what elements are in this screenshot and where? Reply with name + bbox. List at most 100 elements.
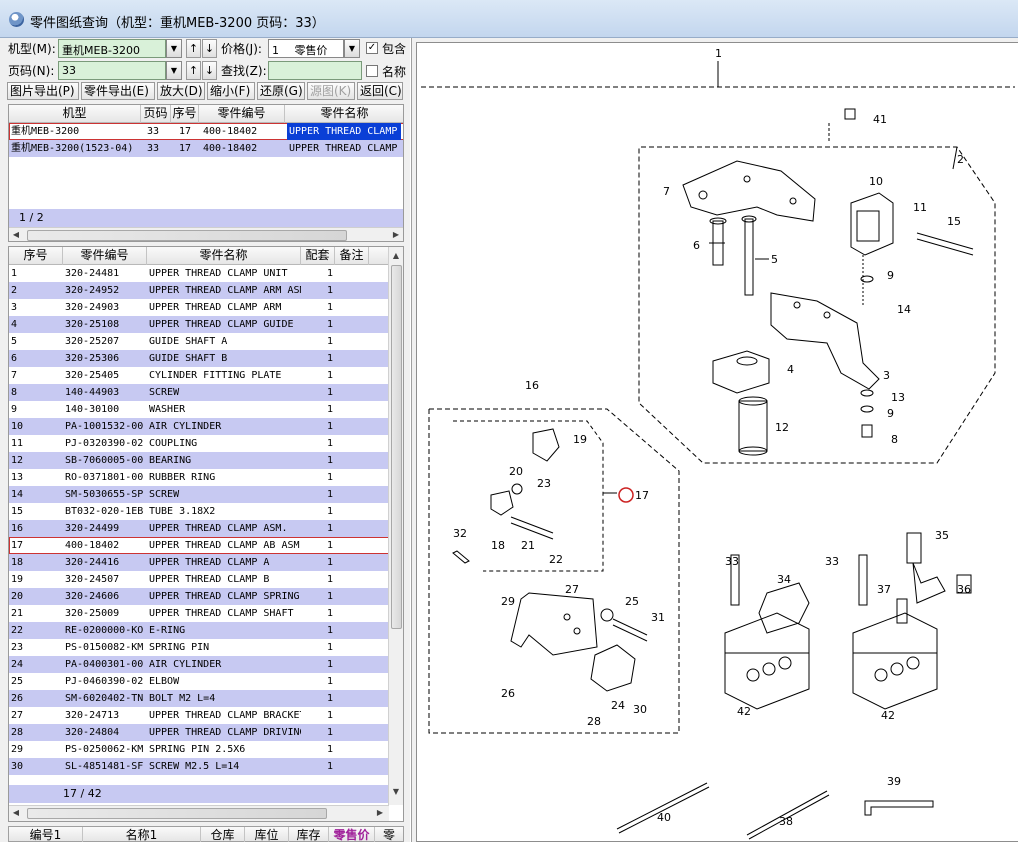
parts-vscrollbar[interactable]: ▲ ▼ (388, 247, 403, 805)
callout-24[interactable]: 24 (611, 699, 625, 712)
scroll-right-icon[interactable]: ▶ (392, 230, 400, 239)
callout-10[interactable]: 10 (869, 175, 883, 188)
callout-23[interactable]: 23 (537, 477, 551, 490)
zoom-in-button[interactable]: 放大(D) (157, 82, 205, 100)
page-dropdown-button[interactable]: ▼ (166, 61, 182, 80)
callout-42[interactable]: 42 (737, 705, 751, 718)
parts-col-seq[interactable]: 序号 (9, 247, 63, 265)
callout-33b[interactable]: 33 (825, 555, 839, 568)
parts-hscrollbar[interactable]: ◀ ▶ (9, 805, 389, 821)
name-checkbox[interactable] (366, 65, 378, 77)
scroll-left-icon[interactable]: ◀ (12, 808, 20, 817)
callout-6[interactable]: 6 (693, 239, 700, 252)
scroll-up-icon[interactable]: ▲ (392, 251, 400, 260)
price-combo[interactable]: 1 零售价 (268, 39, 344, 58)
source-image-button[interactable]: 源图(K) (307, 82, 355, 100)
restore-button[interactable]: 还原(G) (257, 82, 305, 100)
stock-col-retail-price[interactable]: 零售价 (329, 827, 375, 842)
callout-18[interactable]: 18 (491, 539, 505, 552)
models-col-seq[interactable]: 序号 (171, 105, 199, 123)
callout-34[interactable]: 34 (777, 573, 791, 586)
callout-7[interactable]: 7 (663, 185, 670, 198)
callout-4[interactable]: 4 (787, 363, 794, 376)
models-col-partno[interactable]: 零件编号 (199, 105, 285, 123)
model-down-button[interactable]: ↓ (202, 39, 217, 58)
callout-9b[interactable]: 9 (887, 407, 894, 420)
models-col-partname[interactable]: 零件名称 (285, 105, 403, 123)
parts-col-remark[interactable]: 备注 (335, 247, 369, 265)
table-row[interactable]: 重机MEB-3200 33 17 400-18402 UPPER THREAD … (9, 123, 403, 140)
callout-25[interactable]: 25 (625, 595, 639, 608)
callout-35[interactable]: 35 (935, 529, 949, 542)
model-dropdown-button[interactable]: ▼ (166, 39, 182, 58)
parts-drawing[interactable]: 1 2 3 4 5 6 7 8 9 9 10 11 12 13 14 15 16… (416, 42, 1018, 842)
page-up-button[interactable]: ↑ (186, 61, 201, 80)
callout-12[interactable]: 12 (775, 421, 789, 434)
callout-41[interactable]: 41 (873, 113, 887, 126)
callout-30[interactable]: 30 (633, 703, 647, 716)
scroll-down-icon[interactable]: ▼ (392, 787, 400, 796)
scroll-left-icon[interactable]: ◀ (12, 230, 20, 239)
model-up-button[interactable]: ↑ (186, 39, 201, 58)
stock-col-name[interactable]: 名称1 (83, 827, 201, 842)
stock-col-location[interactable]: 库位 (245, 827, 289, 842)
callout-37[interactable]: 37 (877, 583, 891, 596)
parts-col-partno[interactable]: 零件编号 (63, 247, 147, 265)
include-checkbox[interactable]: ✓ (366, 42, 378, 54)
callout-14[interactable]: 14 (897, 303, 911, 316)
export-parts-button[interactable]: 零件导出(E) (81, 82, 155, 100)
parts-vscroll-thumb[interactable] (391, 265, 402, 629)
callout-8[interactable]: 8 (891, 433, 898, 446)
models-col-model[interactable]: 机型 (9, 105, 141, 123)
callout-13[interactable]: 13 (891, 391, 905, 404)
callout-16[interactable]: 16 (525, 379, 539, 392)
stock-col-warehouse[interactable]: 仓库 (201, 827, 245, 842)
stock-col-stock[interactable]: 库存 (289, 827, 329, 842)
page-down-button[interactable]: ↓ (202, 61, 217, 80)
parts-col-qty[interactable]: 配套 (301, 247, 335, 265)
callout-1[interactable]: 1 (715, 47, 722, 60)
callout-20[interactable]: 20 (509, 465, 523, 478)
callout-21[interactable]: 21 (521, 539, 535, 552)
price-dropdown-button[interactable]: ▼ (344, 39, 360, 58)
callout-22[interactable]: 22 (549, 553, 563, 566)
callout-5[interactable]: 5 (771, 253, 778, 266)
export-image-button[interactable]: 图片导出(P) (7, 82, 79, 100)
callout-3[interactable]: 3 (883, 369, 890, 382)
callout-19[interactable]: 19 (573, 433, 587, 446)
callout-29[interactable]: 29 (501, 595, 515, 608)
parts-col-partname[interactable]: 零件名称 (147, 247, 301, 265)
model-combo[interactable]: 重机MEB-3200 (58, 39, 166, 58)
models-hscrollbar[interactable]: ◀ ▶ (9, 227, 403, 241)
callout-11[interactable]: 11 (913, 201, 927, 214)
callout-9[interactable]: 9 (887, 269, 894, 282)
callout-32[interactable]: 32 (453, 527, 467, 540)
back-button[interactable]: 返回(C) (357, 82, 403, 100)
